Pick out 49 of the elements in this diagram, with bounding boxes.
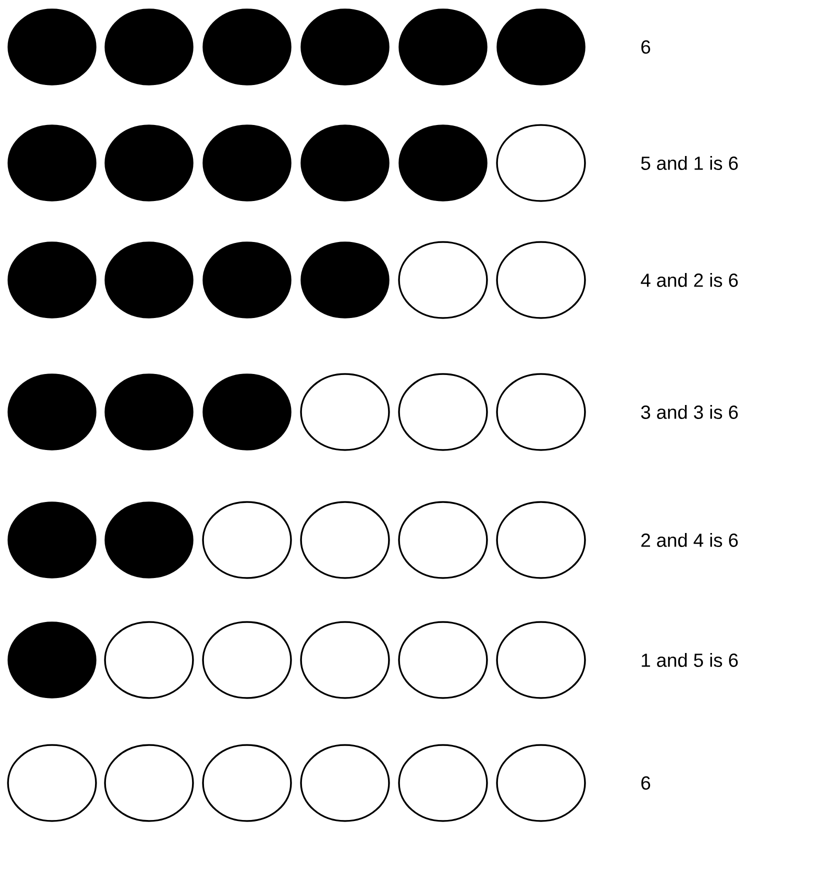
filled-circle xyxy=(398,8,488,86)
empty-circle xyxy=(202,621,292,699)
number-sentence: 2 and 4 is 6 xyxy=(641,533,738,547)
empty-circle xyxy=(496,744,586,822)
filled-circle xyxy=(202,374,292,450)
empty-circle xyxy=(202,744,292,822)
filled-circle xyxy=(104,374,194,450)
filled-circle xyxy=(8,374,96,450)
number-sentence: 4 and 2 is 6 xyxy=(640,273,738,287)
empty-circle xyxy=(496,501,586,579)
empty-circle xyxy=(104,744,194,822)
filled-circle xyxy=(300,242,390,318)
filled-circle xyxy=(202,8,292,86)
empty-circle xyxy=(496,241,586,319)
empty-circle xyxy=(496,621,586,699)
filled-circle xyxy=(8,124,96,202)
empty-circle xyxy=(496,373,586,451)
filled-circle xyxy=(8,502,96,578)
empty-circle xyxy=(300,501,390,579)
empty-circle xyxy=(300,744,390,822)
filled-circle xyxy=(496,8,586,86)
filled-circle xyxy=(202,124,292,202)
empty-circle xyxy=(300,621,390,699)
filled-circle xyxy=(202,242,292,318)
filled-circle xyxy=(104,242,194,318)
empty-circle xyxy=(7,744,97,822)
filled-circle xyxy=(8,242,96,318)
empty-circle xyxy=(398,501,488,579)
number-sentence: 5 and 1 is 6 xyxy=(641,156,738,170)
empty-circle xyxy=(398,621,488,699)
empty-circle xyxy=(398,241,488,319)
number-sentence: 6 xyxy=(641,776,650,790)
empty-circle xyxy=(104,621,194,699)
empty-circle xyxy=(398,744,488,822)
number-sentence: 6 xyxy=(641,40,650,54)
filled-circle xyxy=(104,124,194,202)
empty-circle xyxy=(300,373,390,451)
filled-circle xyxy=(104,8,194,86)
filled-circle xyxy=(398,124,488,202)
filled-circle xyxy=(8,622,96,698)
filled-circle xyxy=(300,124,390,202)
number-sentence: 1 and 5 is 6 xyxy=(642,653,738,667)
filled-circle xyxy=(8,8,96,86)
empty-circle xyxy=(398,373,488,451)
number-sentence: 3 and 3 is 6 xyxy=(641,405,738,419)
filled-circle xyxy=(104,502,194,578)
filled-circle xyxy=(300,8,390,86)
empty-circle xyxy=(496,124,586,202)
empty-circle xyxy=(202,501,292,579)
